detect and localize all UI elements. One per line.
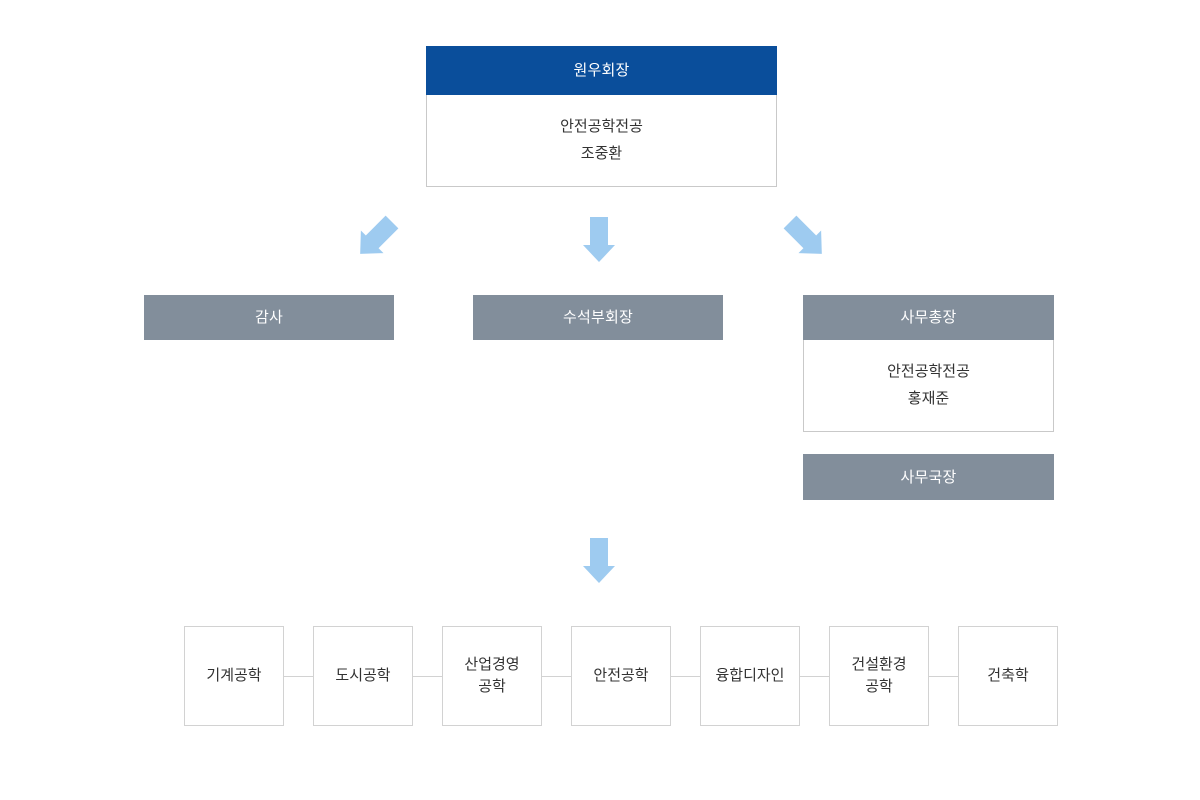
arrow-shaft <box>590 217 608 247</box>
major-label: 건설환경 공학 <box>851 656 907 695</box>
arrow-head <box>583 566 615 583</box>
node-secretary-general-body: 안전공학전공 홍재준 <box>803 340 1054 432</box>
major-connector <box>929 675 958 677</box>
major-connector <box>542 675 571 677</box>
major-label: 안전공학 <box>593 667 649 685</box>
node-secretary-general[interactable]: 사무총장 안전공학전공 홍재준 <box>803 295 1054 432</box>
node-office-director-title: 사무국장 <box>803 454 1054 500</box>
major-label: 융합디자인 <box>715 667 785 685</box>
major-connector <box>671 675 700 677</box>
node-president-title: 원우회장 <box>426 46 777 95</box>
node-office-director[interactable]: 사무국장 <box>803 454 1054 500</box>
major-box[interactable]: 융합디자인 <box>700 626 800 726</box>
arrow-shaft <box>590 538 608 568</box>
node-secretary-general-major: 안전공학전공 <box>887 363 970 381</box>
node-president-name: 조중환 <box>580 144 623 162</box>
node-secretary-general-name: 홍재준 <box>907 389 950 407</box>
major-label: 건축학 <box>987 667 1029 685</box>
major-connector <box>800 675 829 677</box>
node-vice-president-title: 수석부회장 <box>473 295 723 340</box>
major-box[interactable]: 기계공학 <box>184 626 284 726</box>
node-president-major: 안전공학전공 <box>560 118 643 136</box>
major-label: 산업경영 공학 <box>464 656 520 695</box>
major-box[interactable]: 도시공학 <box>313 626 413 726</box>
major-connector <box>413 675 442 677</box>
node-president[interactable]: 원우회장 안전공학전공 조중환 <box>426 46 777 187</box>
major-label: 도시공학 <box>335 667 391 685</box>
major-connector <box>284 675 313 677</box>
major-label: 기계공학 <box>206 667 262 685</box>
node-auditor-title: 감사 <box>144 295 394 340</box>
major-box[interactable]: 안전공학 <box>571 626 671 726</box>
node-president-body: 안전공학전공 조중환 <box>426 95 777 187</box>
arrow-head <box>583 245 615 262</box>
major-box[interactable]: 건축학 <box>958 626 1058 726</box>
majors-row: 기계공학 도시공학 산업경영 공학 안전공학 융합디자인 건설환경 공학 건축학 <box>184 626 1058 726</box>
node-vice-president[interactable]: 수석부회장 <box>473 295 723 340</box>
major-box[interactable]: 건설환경 공학 <box>829 626 929 726</box>
node-auditor[interactable]: 감사 <box>144 295 394 340</box>
major-box[interactable]: 산업경영 공학 <box>442 626 542 726</box>
node-secretary-general-title: 사무총장 <box>803 295 1054 340</box>
